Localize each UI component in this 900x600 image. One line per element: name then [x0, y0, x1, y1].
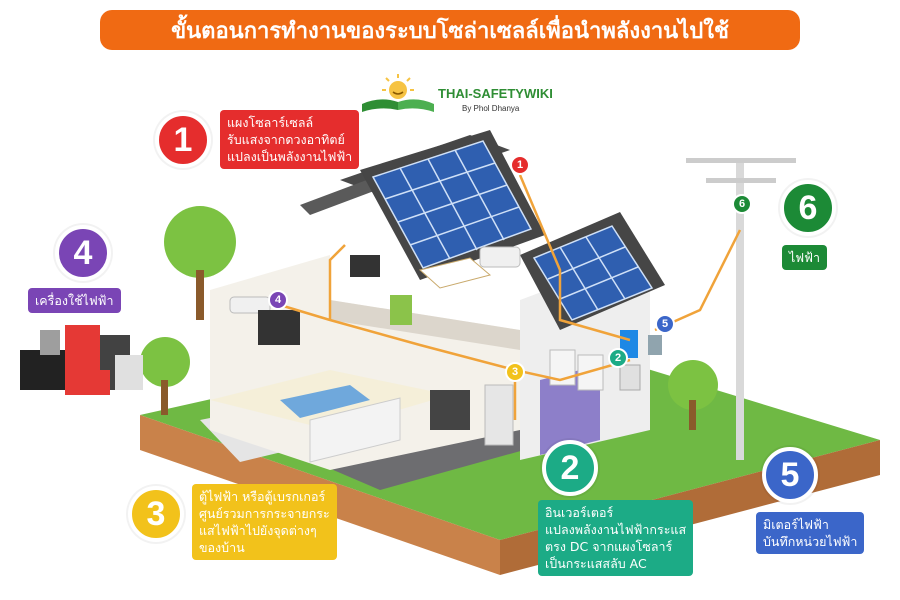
step-4-label: เครื่องใช้ไฟฟ้า [28, 288, 121, 313]
marker-5: 5 [655, 314, 675, 334]
step-2-badge: 2 [542, 440, 598, 496]
logo-name: THAI-SAFETYWIKI [438, 86, 553, 101]
step-4-badge: 4 [55, 225, 111, 281]
marker-2: 2 [608, 348, 628, 368]
logo-icon [362, 74, 434, 112]
step-3-label: ตู้ไฟฟ้า หรือตู้เบรกเกอร์ศูนย์รวมการกระจ… [192, 484, 337, 560]
page-title: ขั้นตอนการทำงานของระบบโซล่าเซลล์เพื่อนำพ… [100, 10, 800, 50]
logo-byline: By Phol Dhanya [462, 104, 520, 113]
step-1-badge: 1 [155, 112, 211, 168]
marker-1: 1 [510, 155, 530, 175]
step-2-label: อินเวอร์เตอร์แปลงพลังงานไฟฟ้ากระแสตรง DC… [538, 500, 694, 576]
marker-4: 4 [268, 290, 288, 310]
marker-3: 3 [505, 362, 525, 382]
step-3-badge: 3 [128, 486, 184, 542]
step-1-label: แผงโซลาร์เซลล์รับแสงจากดวงอาทิตย์แปลงเป็… [220, 110, 360, 169]
step-6-badge: 6 [780, 180, 836, 236]
marker-6: 6 [732, 194, 752, 214]
step-5-label: มิเตอร์ไฟฟ้าบันทึกหน่วยไฟฟ้า [756, 512, 865, 554]
step-6-label: ไฟฟ้า [782, 245, 828, 270]
step-5-badge: 5 [762, 447, 818, 503]
